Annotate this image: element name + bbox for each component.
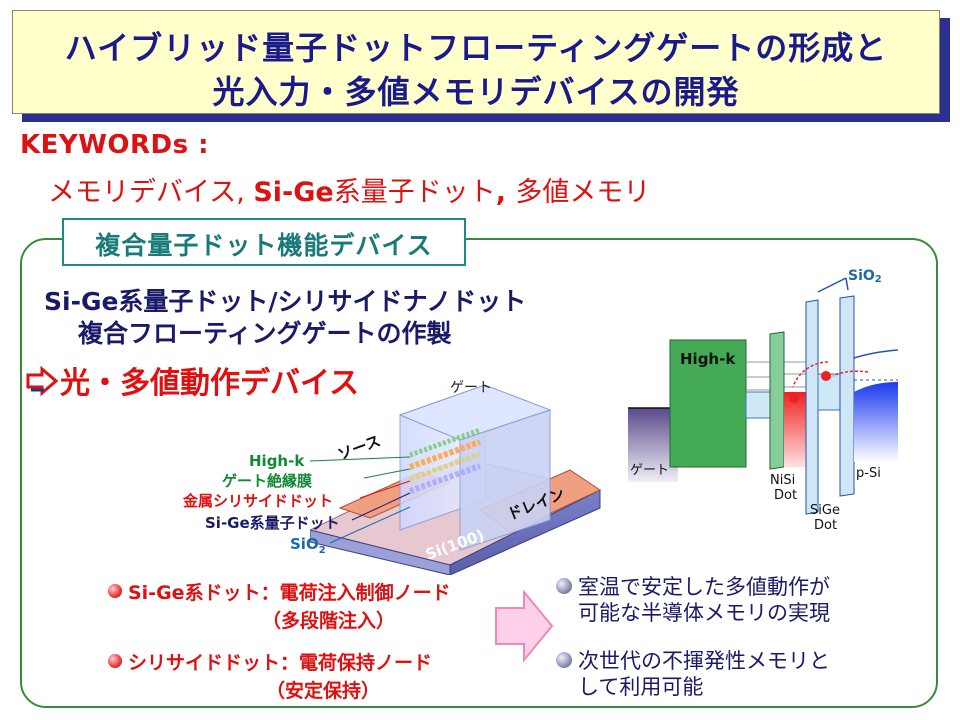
label-silicide-dot: 金属シリサイドドット — [183, 492, 334, 510]
result-1-line-2: 可能な半導体メモリの実現 — [578, 601, 830, 625]
band-sio2-2 — [805, 299, 819, 515]
band-psi-blue — [854, 382, 898, 462]
panel-tab-label: 複合量子ドット機能デバイス — [95, 231, 433, 260]
device-3d-diagram: ゲート ソース ドレイン Si(100) — [310, 380, 602, 575]
electron-2 — [821, 371, 831, 381]
bullet-2-sub: （安定保持） — [266, 680, 381, 702]
band-sio2-base: SiO — [848, 268, 875, 284]
bullet-1-main: Si-Ge系ドット：電荷注入制御ノード — [128, 582, 451, 604]
gray-sphere-icon — [556, 652, 572, 668]
result-1-line-1: 室温で安定した多値動作が — [578, 575, 830, 599]
panel-header-line-2: 複合フローティングゲートの作製 — [78, 319, 452, 348]
sio2-base: SiO — [290, 535, 319, 553]
substrate-front — [310, 529, 451, 575]
panel-tab: 複合量子ドット機能デバイス — [62, 218, 466, 266]
panel-header-line-1: Si-Ge系量子ドット/シリサイドナノドット — [44, 287, 527, 316]
keywords-text: メモリデバイス, Si-Ge系量子ドット, 多値メモリ — [48, 170, 650, 209]
band-dot2-label: Dot — [814, 518, 837, 532]
keyword-1: メモリデバイス, — [48, 177, 254, 208]
band-sige-label: SiGe — [810, 503, 840, 518]
gate-side — [459, 409, 551, 551]
band-nisi-well — [745, 391, 771, 419]
keyword-sep: , — [495, 177, 516, 208]
title-line-1: ハイブリッド量子ドットフローティングゲートの形成と — [64, 29, 888, 67]
band-highk — [669, 339, 747, 468]
keyword-3: 多値メモリ — [515, 177, 651, 208]
bullet-2-main: シリサイドドット：電荷保持ノード — [128, 652, 433, 674]
optical-device-label: 光・多値動作デバイス — [60, 366, 360, 401]
band-nisi-label: NiSi — [770, 473, 795, 488]
band-sio2-3 — [839, 295, 855, 497]
label-sige-dot: Si-Ge系量子ドット — [205, 514, 340, 532]
label-sio2: SiO2 — [290, 535, 326, 556]
electron-1 — [789, 393, 799, 403]
keyword-2b: 系量子ドット — [333, 177, 496, 208]
band-dot1-label: Dot — [774, 488, 797, 503]
keywords-label: KEYWORDs : — [20, 130, 210, 160]
label-pointer-lines — [309, 456, 411, 544]
band-sio2-label: SiO2 — [848, 268, 882, 285]
band-sio2-1 — [769, 331, 785, 470]
dot-layers — [408, 427, 482, 494]
band-diagram: SiO2 High-k ゲート NiSi Dot p-Si SiGe Dot — [628, 268, 898, 532]
band-nisi-dot — [784, 392, 806, 467]
gray-sphere-icon — [556, 578, 572, 594]
band-highk-label: High-k — [680, 350, 736, 368]
result-2-line-1: 次世代の不揮発性メモリと — [578, 649, 830, 673]
band-sio2-sub: 2 — [875, 274, 882, 285]
title-banner: ハイブリッド量子ドットフローティングゲートの形成と 光入力・多値メモリデバイスの… — [12, 10, 940, 114]
red-sphere-icon — [108, 654, 122, 668]
label-gate-insulator: ゲート絶縁膜 — [222, 472, 313, 490]
outline-arrow-icon — [26, 366, 59, 396]
title-line-2: 光入力・多値メモリデバイスの開発 — [212, 73, 740, 111]
band-gate-label: ゲート — [630, 463, 669, 478]
result-2-line-2: して利用可能 — [578, 675, 704, 699]
red-sphere-icon — [108, 584, 122, 598]
bullet-1-sub: （多段階注入） — [262, 610, 396, 632]
pink-block-arrow-icon — [495, 590, 554, 662]
band-psi-label: p-Si — [856, 466, 881, 481]
label-highk: High-k — [249, 452, 305, 470]
sio2-sub: 2 — [318, 545, 326, 556]
keyword-2a: Si-Ge — [253, 177, 334, 208]
gate-label: ゲート — [450, 380, 492, 396]
